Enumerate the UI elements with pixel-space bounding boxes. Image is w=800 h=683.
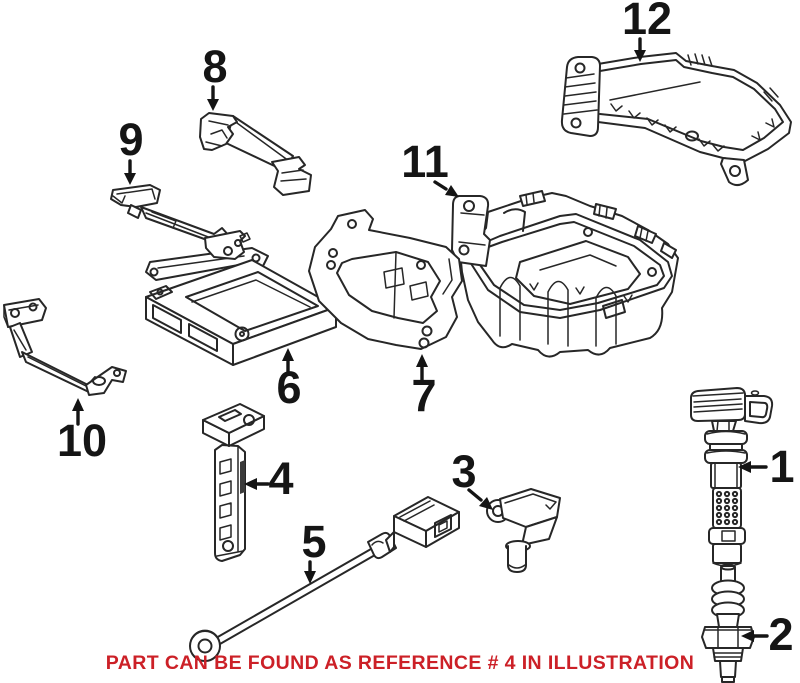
part-6-drawing bbox=[145, 247, 337, 366]
callout-6-label: 6 bbox=[276, 362, 301, 413]
part-3-drawing bbox=[486, 488, 561, 573]
callout-5: 5 bbox=[301, 516, 327, 584]
callout-8: 8 bbox=[202, 41, 228, 111]
callout-5-label: 5 bbox=[301, 516, 326, 567]
callout-1: 1 bbox=[738, 441, 795, 492]
callout-4: 4 bbox=[244, 453, 294, 504]
callout-1-label: 1 bbox=[769, 441, 794, 492]
callout-12: 12 bbox=[622, 0, 672, 62]
reference-note: PART CAN BE FOUND AS REFERENCE # 4 IN IL… bbox=[105, 652, 695, 674]
callout-11-label: 11 bbox=[401, 136, 449, 187]
callout-3: 3 bbox=[451, 446, 493, 510]
callout-8-label: 8 bbox=[202, 41, 227, 92]
part-2-drawing bbox=[701, 563, 755, 683]
callout-6: 6 bbox=[276, 348, 302, 413]
callout-2: 2 bbox=[741, 609, 794, 660]
callout-12-label: 12 bbox=[622, 0, 672, 44]
callout-9: 9 bbox=[118, 114, 144, 185]
callout-11: 11 bbox=[401, 136, 459, 197]
part-4-drawing bbox=[202, 403, 265, 562]
part-5-drawing bbox=[189, 496, 460, 662]
callout-10-label: 10 bbox=[57, 415, 107, 466]
part-1-drawing bbox=[690, 387, 774, 567]
callout-3-label: 3 bbox=[451, 446, 476, 497]
part-11-drawing bbox=[451, 190, 679, 358]
callout-10: 10 bbox=[57, 398, 107, 466]
part-10-drawing bbox=[3, 298, 127, 396]
part-7-drawing bbox=[308, 209, 463, 350]
callout-9-label: 9 bbox=[118, 114, 143, 165]
part-9-drawing bbox=[110, 184, 251, 260]
callout-4-label: 4 bbox=[268, 453, 293, 504]
callout-7: 7 bbox=[411, 354, 437, 421]
part-8-drawing bbox=[199, 112, 312, 196]
callout-2-label: 2 bbox=[768, 609, 793, 660]
callout-7-label: 7 bbox=[411, 370, 436, 421]
part-12-drawing bbox=[560, 52, 792, 186]
